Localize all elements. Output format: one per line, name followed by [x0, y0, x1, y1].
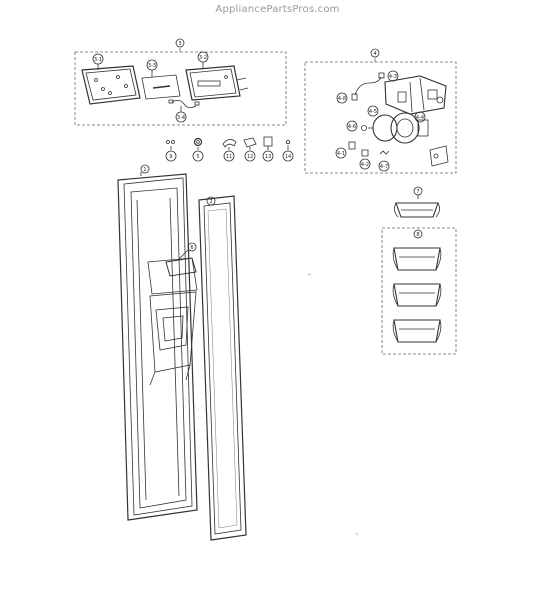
svg-text:4-6: 4-6 [348, 124, 356, 130]
small-parts-row: 9 5 11 12 13 14 [165, 136, 294, 162]
callout-4-5 [367, 105, 379, 117]
callout-3-1 [92, 53, 104, 65]
svg-text:3-4: 3-4 [177, 115, 185, 121]
callout-5 [192, 150, 204, 162]
svg-text:4-4: 4-4 [416, 115, 424, 121]
svg-text:11: 11 [226, 154, 232, 160]
svg-text:3-1: 3-1 [94, 57, 102, 63]
bin-2 [392, 283, 442, 307]
svg-text:14: 14 [285, 154, 291, 160]
callout-14 [282, 150, 294, 162]
callout-4-3 [387, 70, 399, 82]
svg-text:4-3: 4-3 [389, 74, 397, 80]
callout-1 [140, 164, 150, 174]
callout-4-6 [346, 120, 358, 132]
bin-group-frame [381, 227, 457, 355]
svg-text:1: 1 [143, 167, 146, 173]
panel-assembly-group: 3 3-1 3-3 3-2 [74, 38, 287, 126]
dispenser-harness-part: 4-8 [336, 72, 385, 104]
callout-4-8 [336, 92, 348, 104]
callout-3-2 [197, 51, 209, 63]
svg-text:4-5: 4-5 [369, 109, 377, 115]
callout-3-3 [146, 59, 158, 71]
gasket-part: 2 [198, 195, 247, 541]
panel-right-part: 3-2 [185, 51, 249, 101]
svg-text:8: 8 [416, 232, 419, 238]
svg-text:3-3: 3-3 [148, 63, 156, 69]
svg-text:4-1: 4-1 [337, 151, 345, 157]
callout-9 [165, 150, 177, 162]
svg-text:4-7: 4-7 [380, 164, 388, 170]
panel-wire-part: 3-4 [168, 99, 200, 123]
callout-3-4 [175, 111, 187, 123]
svg-text:9: 9 [169, 154, 172, 160]
door-part: 1 [117, 164, 198, 521]
callout-6 [187, 242, 197, 252]
panel-left-part: 3-1 [81, 53, 141, 105]
svg-text:7: 7 [416, 189, 419, 195]
callout-7 [413, 186, 423, 196]
dispenser-small-parts: 4-1 4-2 4-7 [335, 141, 449, 172]
callout-4-4 [414, 111, 426, 123]
callout-3 [175, 38, 185, 48]
callout-4-1 [335, 147, 347, 159]
svg-text:13: 13 [265, 154, 271, 160]
bin-stack-group: 8 [381, 227, 457, 355]
svg-text:4-8: 4-8 [338, 96, 346, 102]
svg-text:2: 2 [209, 199, 212, 205]
callout-12 [244, 150, 256, 162]
svg-text:4-2: 4-2 [361, 162, 369, 168]
dispenser-group-frame [304, 61, 457, 174]
svg-text:5: 5 [196, 154, 199, 160]
svg-text:4: 4 [373, 51, 376, 57]
callout-8 [413, 229, 423, 239]
dispenser-motor-part: 4-5 4-6 4-4 [346, 105, 429, 144]
svg-text:6: 6 [190, 245, 193, 251]
dispenser-bracket-part: 4-3 [384, 70, 447, 115]
dispenser-assembly-group: 4 4-3 4-8 4-5 4-6 [304, 48, 457, 174]
callout-4-2 [359, 158, 371, 170]
dispenser-cover-part: 6 [165, 242, 197, 277]
bin-1 [392, 247, 442, 271]
watermark: AppliancePartsPros.com [215, 4, 340, 15]
callout-2 [206, 196, 216, 206]
panel-group-frame [74, 51, 287, 126]
callout-11 [223, 150, 235, 162]
callout-4-7 [378, 160, 390, 172]
bin-3 [392, 319, 442, 343]
svg-text:12: 12 [247, 154, 253, 160]
callout-4 [370, 48, 380, 58]
panel-middle-part: 3-3 [141, 59, 181, 100]
svg-text:3-2: 3-2 [199, 55, 207, 61]
top-bin-part: 7 [394, 186, 440, 218]
callout-13 [262, 150, 274, 162]
svg-text:3: 3 [178, 41, 181, 47]
